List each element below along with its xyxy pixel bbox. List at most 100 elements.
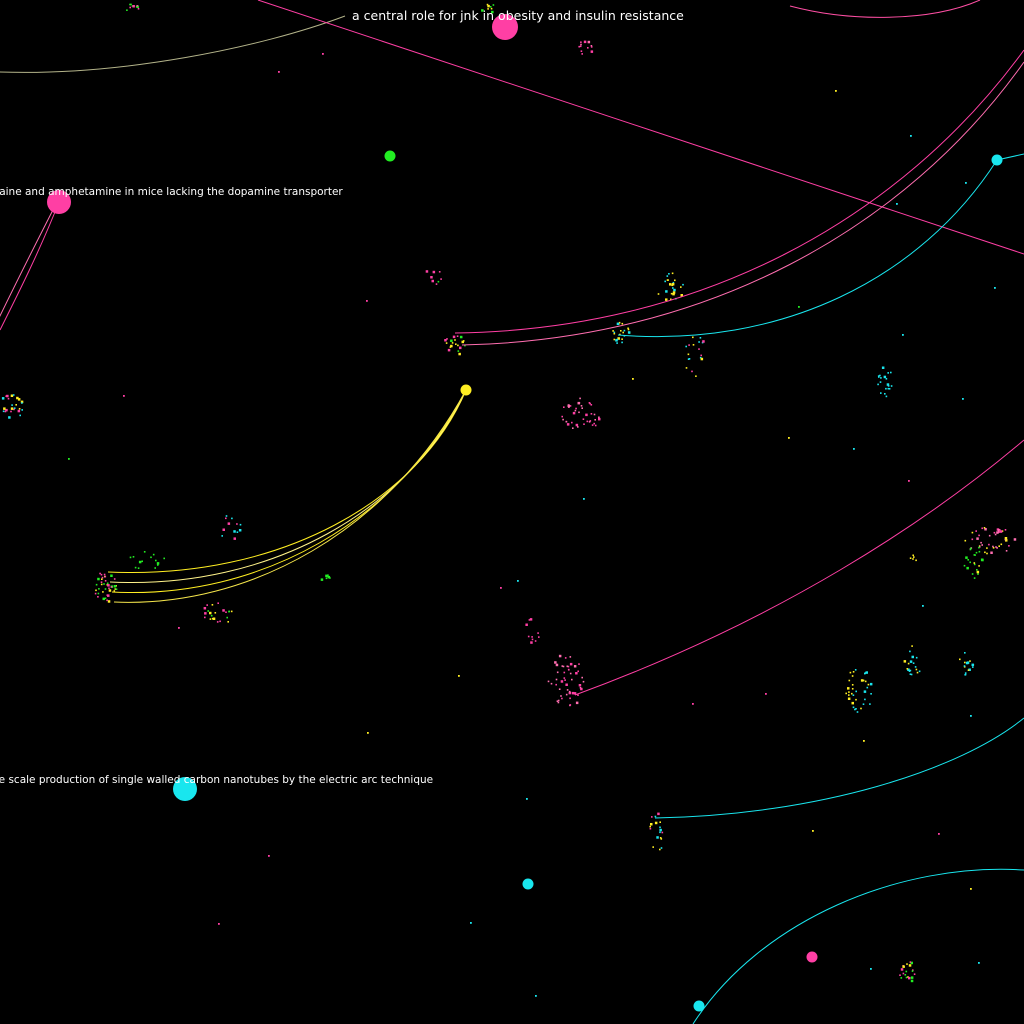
cluster-dot	[204, 616, 206, 619]
cluster-dot	[887, 387, 890, 390]
edge-pink-lower	[574, 439, 1024, 696]
cluster-dot	[210, 614, 213, 617]
cluster-dot	[978, 550, 981, 553]
cluster-dot	[688, 344, 690, 346]
cluster-dot	[904, 974, 907, 976]
cluster-dot	[97, 596, 99, 598]
cluster-dot	[486, 3, 489, 6]
node-nanotubes-paper[interactable]	[173, 777, 197, 801]
cluster-dot	[531, 636, 533, 638]
cluster-dot	[227, 522, 231, 525]
cluster-dot	[10, 394, 14, 397]
cluster-dot	[136, 5, 139, 8]
cluster-dot	[583, 40, 587, 44]
cluster-dot	[971, 538, 974, 541]
cluster-dot	[221, 535, 223, 537]
cluster-dot	[888, 388, 891, 390]
node-pink-bottom-right[interactable]	[806, 951, 818, 963]
cluster-dot	[977, 573, 979, 575]
cluster-dot	[980, 558, 984, 561]
cluster-dot	[680, 294, 683, 297]
cluster-dot	[670, 298, 672, 301]
cluster-dot	[878, 376, 880, 378]
cluster-dot	[980, 541, 982, 544]
cluster-dot	[910, 673, 913, 676]
cluster-dot	[1004, 537, 1008, 540]
cluster-dot	[915, 559, 917, 562]
cluster-dot	[129, 3, 131, 6]
cluster-dot	[231, 517, 233, 520]
cluster-dot	[107, 594, 110, 597]
cluster-dot	[225, 611, 227, 613]
cluster-dot	[1000, 543, 1003, 546]
cluster-dot	[268, 855, 270, 857]
cluster-dot	[555, 663, 559, 667]
cluster-dot	[106, 594, 109, 596]
edge-pink-diagonal	[257, 0, 1024, 255]
edge-yellow-4	[113, 389, 467, 603]
node-cyan-bottom[interactable]	[693, 1000, 705, 1012]
cluster-dot	[13, 407, 16, 409]
cluster-dot	[969, 561, 971, 564]
cluster-dot	[682, 283, 684, 286]
node-cyan-center-bottom[interactable]	[522, 878, 534, 890]
cluster-dot	[568, 690, 571, 693]
cluster-dot	[971, 663, 974, 667]
cluster-dot	[881, 366, 885, 369]
cluster-dot	[537, 632, 539, 634]
node-cyan-top-right[interactable]	[991, 154, 1003, 166]
cluster-dot	[225, 517, 227, 520]
cluster-dot	[910, 135, 912, 137]
cluster-dot	[908, 964, 912, 967]
cluster-dot	[561, 415, 563, 418]
cluster-dot	[906, 963, 908, 965]
node-green[interactable]	[384, 150, 396, 162]
cluster-dot	[915, 668, 918, 671]
cluster-dot	[238, 529, 242, 532]
cluster-dot	[660, 847, 663, 849]
cluster-dot	[101, 578, 103, 580]
cluster-dot	[547, 680, 550, 683]
cluster-dot	[100, 573, 103, 576]
cluster-dot	[848, 679, 851, 682]
cluster-dot	[430, 276, 433, 279]
cluster-dot	[558, 688, 561, 690]
cluster-dot	[154, 567, 156, 569]
cluster-dot	[450, 339, 453, 342]
cluster-dot	[565, 693, 568, 696]
cluster-dot	[531, 638, 534, 641]
cluster-dot	[896, 203, 898, 205]
cluster-dot	[906, 668, 909, 670]
cluster-dot	[976, 569, 978, 571]
cluster-dot	[219, 620, 221, 623]
cluster-dot	[884, 393, 886, 395]
cluster-dot	[594, 424, 597, 427]
cluster-dot	[899, 974, 901, 976]
cluster-dot	[855, 708, 857, 710]
cluster-dot	[963, 564, 966, 567]
cluster-dot	[994, 287, 996, 289]
cluster-dot	[233, 530, 236, 533]
cluster-dot	[431, 279, 434, 283]
cluster-dot	[590, 45, 593, 47]
cluster-dot	[594, 419, 596, 421]
cluster-dot	[225, 515, 228, 517]
cluster-dot	[687, 358, 690, 360]
node-dopamine-paper[interactable]	[47, 190, 71, 214]
cluster-dot	[598, 416, 600, 419]
cluster-dot	[902, 965, 905, 968]
cluster-dot	[141, 560, 143, 563]
cluster-dot	[233, 537, 236, 540]
node-yellow[interactable]	[460, 384, 472, 396]
cluster-dot	[885, 378, 888, 380]
cluster-dot	[222, 609, 225, 612]
node-jnk-paper[interactable]	[492, 14, 518, 40]
cluster-dot	[138, 560, 142, 564]
cluster-dot	[869, 682, 873, 686]
cluster-dot	[18, 408, 21, 410]
cluster-dot	[572, 411, 576, 415]
cluster-dot	[157, 564, 159, 566]
cluster-dot	[612, 330, 614, 332]
